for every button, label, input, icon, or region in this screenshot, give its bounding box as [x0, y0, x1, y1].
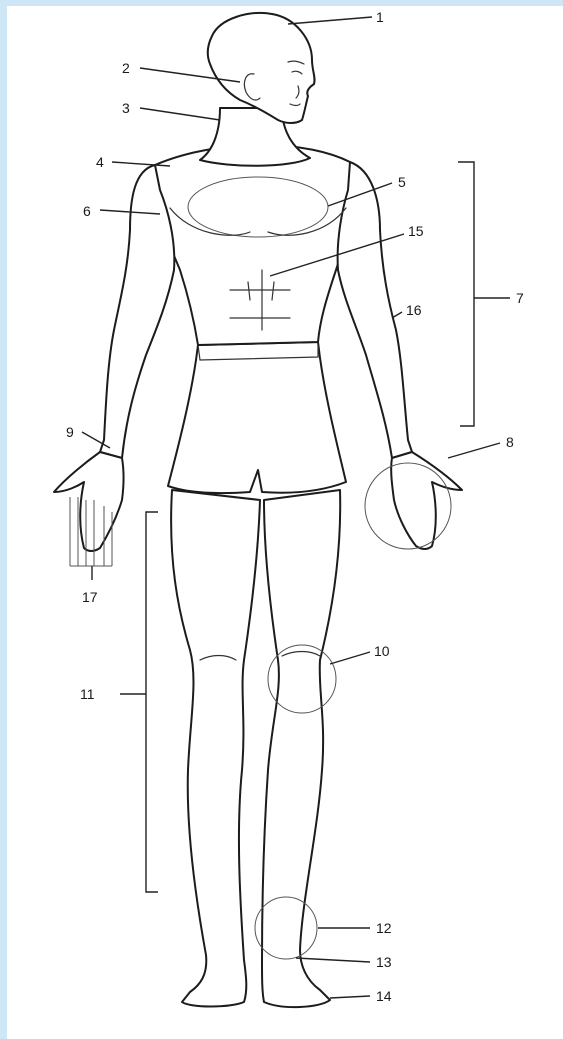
head	[208, 13, 315, 123]
shorts	[168, 342, 346, 493]
left-hand	[54, 452, 124, 551]
label-13: 13	[376, 954, 392, 970]
label-12: 12	[376, 920, 392, 936]
right-leg	[262, 490, 340, 1007]
label-9: 9	[66, 424, 74, 440]
label-4: 4	[96, 154, 104, 170]
label-14: 14	[376, 988, 392, 1004]
right-hand	[391, 452, 462, 549]
label-7: 7	[516, 290, 524, 306]
label-8: 8	[506, 434, 514, 450]
label-1: 1	[376, 9, 384, 25]
right-arm	[338, 162, 412, 458]
left-arm	[100, 165, 174, 458]
label-5: 5	[398, 174, 406, 190]
label-11: 11	[80, 686, 95, 702]
label-10: 10	[374, 643, 390, 659]
label-17: 17	[82, 589, 98, 605]
label-15: 15	[408, 223, 424, 239]
torso-bracket	[458, 162, 510, 426]
leg-bracket	[120, 512, 158, 892]
label-2: 2	[122, 60, 130, 76]
label-16: 16	[406, 302, 422, 318]
label-6: 6	[83, 203, 91, 219]
torso	[154, 145, 352, 345]
label-3: 3	[122, 100, 130, 116]
left-leg	[171, 490, 260, 1007]
